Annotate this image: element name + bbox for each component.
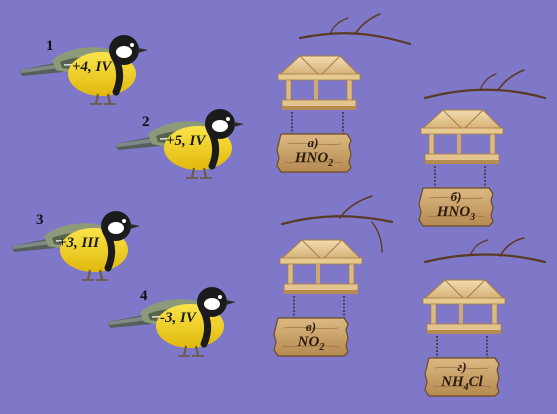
feeder-c-formula-sub: 2 — [319, 342, 325, 353]
feeder-d-formula: NH4Cl — [425, 374, 499, 393]
feeder-a-formula: HNO2 — [277, 150, 351, 169]
feeder-b-formula-sub: 3 — [470, 212, 476, 223]
bird-1-number: 1 — [46, 38, 54, 54]
bird-4-number: 4 — [140, 288, 148, 304]
feeder-d-letter: г) — [457, 359, 467, 374]
bird-2-number: 2 — [142, 114, 150, 130]
feeder-c-letter: в) — [305, 319, 317, 334]
feeder-d-formula-main: NH — [441, 374, 464, 390]
branch-bottom-right — [423, 237, 547, 264]
feeder-a-formula-main: HNO — [294, 150, 329, 166]
bird-1-label: +4, IV — [72, 59, 112, 75]
bird-3-label: +3, III — [58, 235, 100, 251]
branch-top-left — [298, 13, 412, 46]
bird-2-label: +5, IV — [166, 133, 206, 149]
feeder-a-formula-sub: 2 — [328, 158, 334, 169]
branch-middle — [280, 195, 394, 253]
bird-4-label: -3, IV — [160, 310, 196, 326]
bird-3-number: 3 — [36, 212, 44, 228]
feeder-c-formula-main: NO — [297, 334, 320, 350]
feeder-c-formula: NO2 — [274, 334, 348, 353]
feeder-a-letter: а) — [307, 135, 319, 150]
branch-top-right — [423, 69, 547, 100]
feeder-d-formula-sub: 4 — [463, 382, 469, 393]
feeder-b-formula: HNO3 — [419, 204, 493, 223]
feeder-d-formula-tail: Cl — [468, 374, 483, 390]
feeder-b-formula-main: HNO — [436, 204, 471, 220]
feeder-b-letter: б) — [450, 189, 462, 204]
